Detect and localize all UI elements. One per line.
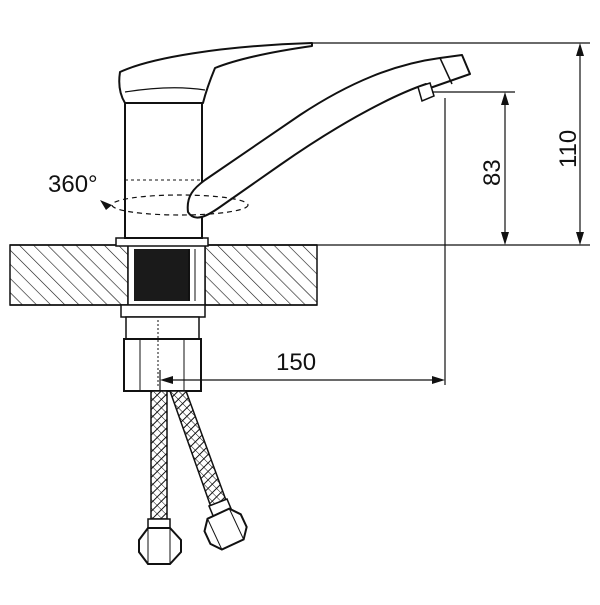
reach-label: 150 xyxy=(276,349,316,376)
rotation-indicator xyxy=(100,194,249,216)
spout xyxy=(186,54,471,219)
dimension-spout-height xyxy=(501,92,509,245)
dimension-reach xyxy=(160,376,445,384)
lever-handle xyxy=(118,42,313,104)
supply-hose-left xyxy=(138,390,182,565)
mounting-nut xyxy=(120,304,206,392)
threaded-shank xyxy=(127,244,206,306)
dimension-total-height xyxy=(576,43,584,245)
rotation-label: 360° xyxy=(48,171,98,198)
spout-height-label: 83 xyxy=(479,159,506,186)
supply-hose-right xyxy=(168,390,248,551)
base-flange xyxy=(115,237,209,247)
faucet-body xyxy=(124,102,203,239)
dimension-lines xyxy=(159,42,590,390)
total-height-label: 110 xyxy=(555,130,582,168)
